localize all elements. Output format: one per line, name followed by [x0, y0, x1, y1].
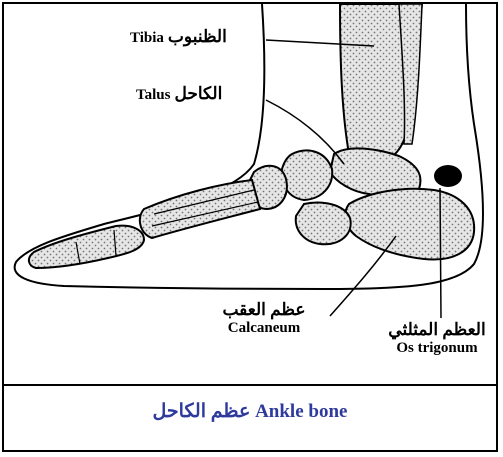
caption-divider: [4, 384, 496, 386]
tibia-label-ar: الظنبوب: [168, 27, 227, 46]
calcaneum-label: عظم العقب Calcaneum: [209, 300, 319, 337]
talus-label: Talus الكاحل: [136, 84, 222, 104]
tibia-label: Tibia الظنبوب: [130, 27, 227, 47]
tibia-label-en: Tibia: [130, 30, 164, 46]
metatarsal-bones: [140, 180, 260, 238]
calcaneum-label-en: Calcaneum: [209, 320, 319, 337]
talus-label-ar: الكاحل: [174, 84, 222, 103]
cuboid-bone: [296, 203, 351, 245]
os-trigonum-bone: [434, 165, 462, 187]
ankle-illustration: Tibia الظنبوب Talus الكاحل عظم العقب Cal…: [4, 4, 496, 386]
calcaneum-bone: [345, 189, 474, 260]
phalanx-bones: [29, 226, 144, 268]
calcaneum-label-ar: عظم العقب: [209, 300, 319, 320]
os-trigonum-label: العظم المثلثي Os trigonum: [379, 320, 495, 357]
os-trigonum-label-en: Os trigonum: [379, 340, 495, 357]
figure-caption: عظم الكاحل Ankle bone: [4, 400, 496, 423]
os-trigonum-label-ar: العظم المثلثي: [379, 320, 495, 340]
figure-frame: Tibia الظنبوب Talus الكاحل عظم العقب Cal…: [2, 2, 498, 452]
talus-label-en: Talus: [136, 87, 170, 103]
navicular-bone: [282, 150, 333, 200]
os-trigonum-leader-line: [440, 188, 441, 318]
